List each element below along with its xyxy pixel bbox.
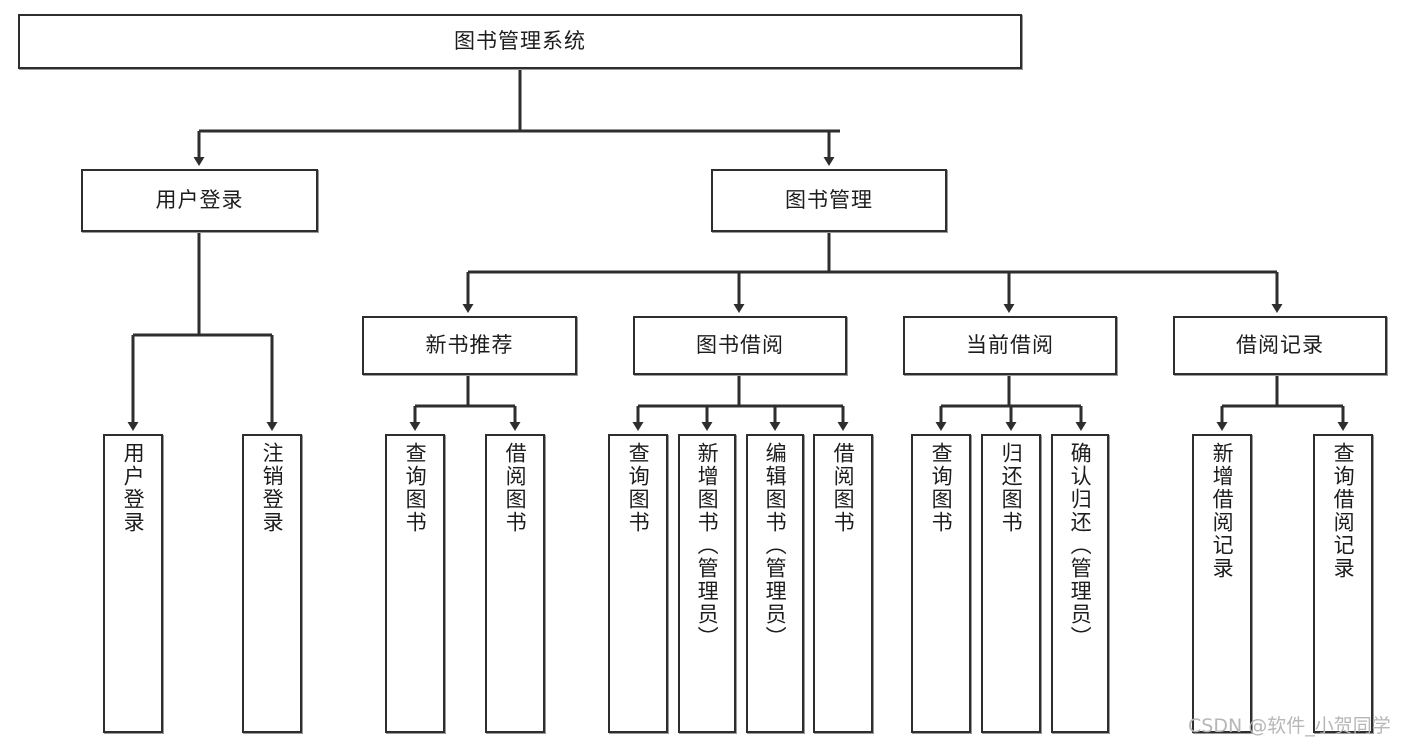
watermark: CSDN @软件_小贺同学 — [1188, 715, 1391, 737]
node-user-login[interactable]: 用户登录 — [81, 169, 318, 232]
node-current-borrowing[interactable]: 当前借阅 — [903, 316, 1117, 375]
node-root-label: 图书管理系统 — [454, 28, 586, 53]
leaf-logout[interactable]: 注销登录 — [242, 434, 302, 733]
leaf-borrow-books[interactable]: 借阅图书 — [813, 434, 873, 733]
node-book-borrowing[interactable]: 图书借阅 — [633, 316, 847, 375]
leaf-query-books-recommendation-label: 查询图书 — [403, 442, 428, 534]
leaf-query-books-borrowing[interactable]: 查询图书 — [608, 434, 668, 733]
leaf-query-books-current-label: 查询图书 — [929, 442, 954, 534]
node-book-borrowing-label: 图书借阅 — [696, 332, 784, 357]
node-book-management-label: 图书管理 — [785, 187, 873, 212]
leaf-borrow-books-recommendation-label: 借阅图书 — [503, 442, 528, 534]
leaf-query-books-recommendation[interactable]: 查询图书 — [385, 434, 445, 733]
leaf-query-books-borrowing-label: 查询图书 — [626, 442, 651, 534]
node-new-book-recommendation[interactable]: 新书推荐 — [362, 316, 577, 375]
node-book-management[interactable]: 图书管理 — [711, 169, 947, 232]
leaf-add-book-admin[interactable]: 新增图书（管理员） — [678, 434, 736, 733]
leaf-borrow-books-recommendation[interactable]: 借阅图书 — [485, 434, 545, 733]
leaf-borrow-books-label: 借阅图书 — [831, 442, 856, 534]
leaf-logout-label: 注销登录 — [260, 442, 285, 534]
leaf-add-book-admin-label: 新增图书（管理员） — [695, 442, 720, 649]
node-current-borrowing-label: 当前借阅 — [966, 332, 1054, 357]
leaf-user-login[interactable]: 用户登录 — [103, 434, 163, 733]
node-user-login-label: 用户登录 — [155, 187, 244, 212]
leaf-edit-book-admin-label: 编辑图书（管理员） — [763, 442, 788, 649]
node-new-book-recommendation-label: 新书推荐 — [425, 332, 514, 357]
node-borrowing-records[interactable]: 借阅记录 — [1173, 316, 1387, 375]
leaf-user-login-label: 用户登录 — [121, 442, 146, 534]
leaf-query-borrowing-record-label: 查询借阅记录 — [1331, 442, 1356, 580]
leaf-query-borrowing-record[interactable]: 查询借阅记录 — [1313, 434, 1373, 733]
leaf-confirm-return-admin-label: 确认归还（管理员） — [1068, 442, 1093, 649]
leaf-add-borrowing-record[interactable]: 新增借阅记录 — [1192, 434, 1252, 733]
node-borrowing-records-label: 借阅记录 — [1236, 332, 1324, 357]
leaf-edit-book-admin[interactable]: 编辑图书（管理员） — [746, 434, 804, 733]
leaf-add-borrowing-record-label: 新增借阅记录 — [1210, 442, 1235, 580]
leaf-return-books[interactable]: 归还图书 — [981, 434, 1041, 733]
node-root[interactable]: 图书管理系统 — [18, 14, 1022, 69]
leaf-return-books-label: 归还图书 — [999, 442, 1024, 534]
leaf-query-books-current[interactable]: 查询图书 — [911, 434, 971, 733]
leaf-confirm-return-admin[interactable]: 确认归还（管理员） — [1051, 434, 1109, 733]
